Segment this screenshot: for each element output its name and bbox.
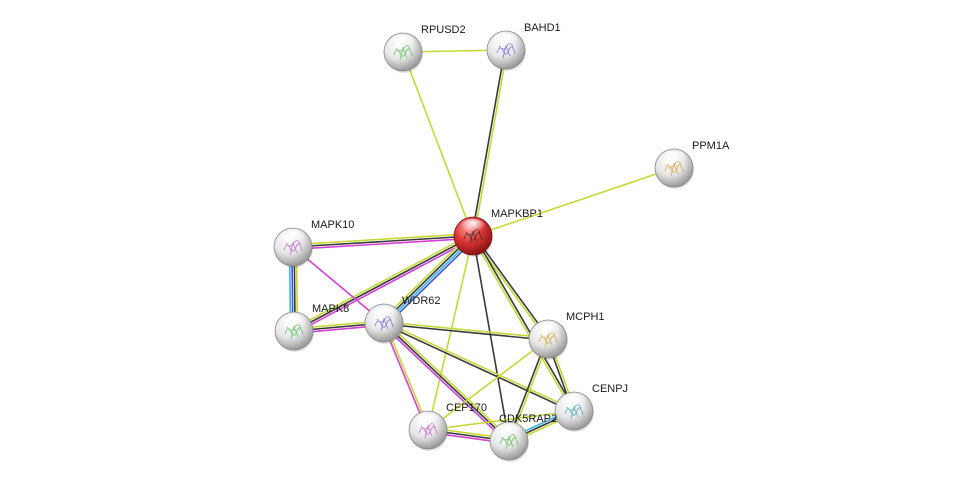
- node-label-ppm1a: PPM1A: [692, 140, 730, 152]
- node-label-mapk10: MAPK10: [311, 219, 354, 231]
- edge-line-coexpression: [382, 234, 474, 323]
- node-rpusd2[interactable]: RPUSD2: [383, 24, 466, 73]
- node-bahd1[interactable]: BAHD1: [486, 22, 561, 71]
- edge-line-textmining: [292, 232, 474, 246]
- edge-line-coexpression: [383, 322, 510, 442]
- edge-line-textmining: [384, 320, 512, 441]
- edge-line-coexpression: [471, 48, 506, 237]
- node-label-mapk8: MAPK8: [312, 303, 349, 315]
- node-gloss: [390, 35, 416, 51]
- edge-line-textmining: [292, 233, 473, 330]
- node-label-mapkbp1: MAPKBP1: [491, 208, 543, 220]
- edge-line-coexpression: [472, 235, 510, 442]
- edge-line-experiments: [292, 237, 474, 251]
- node-label-cdk5rap2: CDK5RAP2: [499, 413, 557, 425]
- node-mcph1[interactable]: MCPH1: [528, 311, 605, 360]
- edge-cdk5rap2-mapkbp1[interactable]: [472, 235, 510, 442]
- edge-line-homology: [385, 237, 477, 327]
- edge-line-textmining: [427, 235, 474, 431]
- edge-line-coexpression: [473, 234, 550, 340]
- edge-line-experiments: [294, 237, 475, 334]
- edge-line-coexpression: [293, 235, 474, 332]
- node-gloss: [561, 394, 587, 410]
- node-cep170[interactable]: CEP170: [408, 402, 487, 451]
- node-cenpj[interactable]: CENPJ: [554, 383, 628, 432]
- node-label-mcph1: MCPH1: [566, 311, 605, 323]
- edge-wdr62-mapkbp1[interactable]: [380, 232, 477, 327]
- node-gloss: [415, 413, 441, 429]
- node-gloss: [371, 306, 397, 322]
- edge-mapk10-wdr62[interactable]: [292, 246, 385, 324]
- edge-line-textmining: [427, 338, 549, 431]
- node-label-rpusd2: RPUSD2: [421, 24, 466, 36]
- node-mapk8[interactable]: MAPK8: [274, 303, 349, 352]
- edge-mapk10-mapkbp1[interactable]: [292, 232, 474, 251]
- node-gloss: [280, 230, 306, 246]
- edge-line-coexpression: [473, 234, 576, 412]
- edge-line-textmining: [471, 235, 574, 413]
- node-gloss: [496, 424, 522, 440]
- edge-line-coexpression: [292, 235, 474, 248]
- node-gloss: [535, 322, 561, 338]
- node-label-cep170: CEP170: [446, 402, 487, 414]
- edge-cenpj-mapkbp1[interactable]: [471, 234, 576, 413]
- edge-line-textmining: [473, 49, 508, 237]
- node-wdr62[interactable]: WDR62: [364, 295, 441, 344]
- edge-wdr62-mcph1[interactable]: [383, 321, 549, 341]
- node-label-cenpj: CENPJ: [592, 383, 628, 395]
- node-ppm1a[interactable]: PPM1A: [654, 140, 730, 189]
- edge-line-textmining: [383, 321, 549, 339]
- edge-cenpj-cep170[interactable]: [427, 410, 575, 431]
- node-label-wdr62: WDR62: [402, 295, 441, 307]
- edge-wdr62-cenpj[interactable]: [382, 321, 576, 413]
- edge-line-textmining: [427, 410, 575, 431]
- edge-line-coexpression: [382, 323, 575, 413]
- node-cdk5rap2[interactable]: CDK5RAP2: [489, 413, 557, 462]
- edge-line-textmining: [380, 232, 472, 322]
- edge-bahd1-mapkbp1[interactable]: [471, 48, 508, 237]
- node-gloss: [460, 219, 486, 235]
- edge-line-experiments: [292, 246, 385, 324]
- edge-cep170-mapkbp1[interactable]: [427, 235, 474, 431]
- edge-line-textmining: [383, 321, 576, 411]
- node-label-bahd1: BAHD1: [524, 22, 561, 34]
- node-gloss: [281, 314, 307, 330]
- edge-line-databases: [383, 236, 475, 325]
- edge-mcph1-cep170[interactable]: [427, 338, 549, 431]
- edge-mapk8-mapkbp1[interactable]: [292, 233, 475, 334]
- edge-line-textmining: [402, 51, 474, 237]
- node-mapkbp1[interactable]: MAPKBP1: [453, 208, 543, 257]
- edge-ppm1a-mapkbp1[interactable]: [472, 167, 675, 237]
- node-gloss: [493, 33, 519, 49]
- edge-line-textmining: [472, 167, 675, 237]
- edge-line-coexpression: [383, 323, 549, 341]
- node-gloss: [661, 151, 687, 167]
- node-mapk10[interactable]: MAPK10: [273, 219, 354, 268]
- edge-rpusd2-mapkbp1[interactable]: [402, 51, 474, 237]
